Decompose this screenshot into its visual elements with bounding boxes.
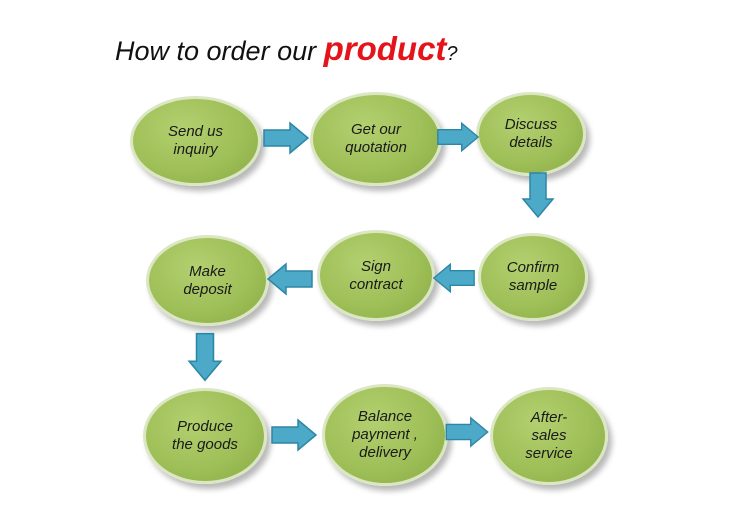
- title-suffix: ?: [446, 43, 458, 65]
- arrow-left-icon: [432, 262, 475, 294]
- step-label: Get our quotation: [345, 121, 407, 156]
- step-send-inquiry: Send us inquiry: [130, 96, 261, 186]
- step-label: Send us inquiry: [167, 123, 224, 158]
- step-balance-payment: Balance payment , delivery: [322, 384, 448, 486]
- step-label: Sign contract: [349, 257, 403, 293]
- step-label: Make deposit: [183, 262, 232, 298]
- title-prefix: How to order our: [115, 36, 324, 66]
- step-after-sales-service: After- sales service: [490, 387, 608, 485]
- step-get-quotation: Get our quotation: [310, 92, 442, 186]
- step-label: Discuss details: [504, 116, 558, 151]
- arrow-left-icon: [266, 262, 313, 296]
- step-sign-contract: Sign contract: [317, 230, 435, 321]
- step-confirm-sample: Confirm sample: [478, 233, 588, 321]
- title-highlight: product: [323, 30, 447, 67]
- step-label: Confirm sample: [506, 259, 560, 294]
- arrow-right-icon: [445, 416, 489, 448]
- step-produce-goods: Produce the goods: [143, 388, 267, 484]
- page-title: How to order our product?: [115, 30, 458, 68]
- step-label: After- sales service: [525, 409, 573, 462]
- step-label: Produce the goods: [172, 418, 238, 453]
- arrow-right-icon: [263, 121, 310, 155]
- arrow-down-icon: [187, 332, 223, 382]
- step-discuss-details: Discuss details: [476, 92, 586, 176]
- arrow-right-icon: [437, 121, 480, 153]
- step-label: Balance payment , delivery: [352, 408, 418, 461]
- step-make-deposit: Make deposit: [146, 235, 269, 326]
- arrow-down-icon: [521, 172, 555, 219]
- arrow-right-icon: [271, 418, 318, 452]
